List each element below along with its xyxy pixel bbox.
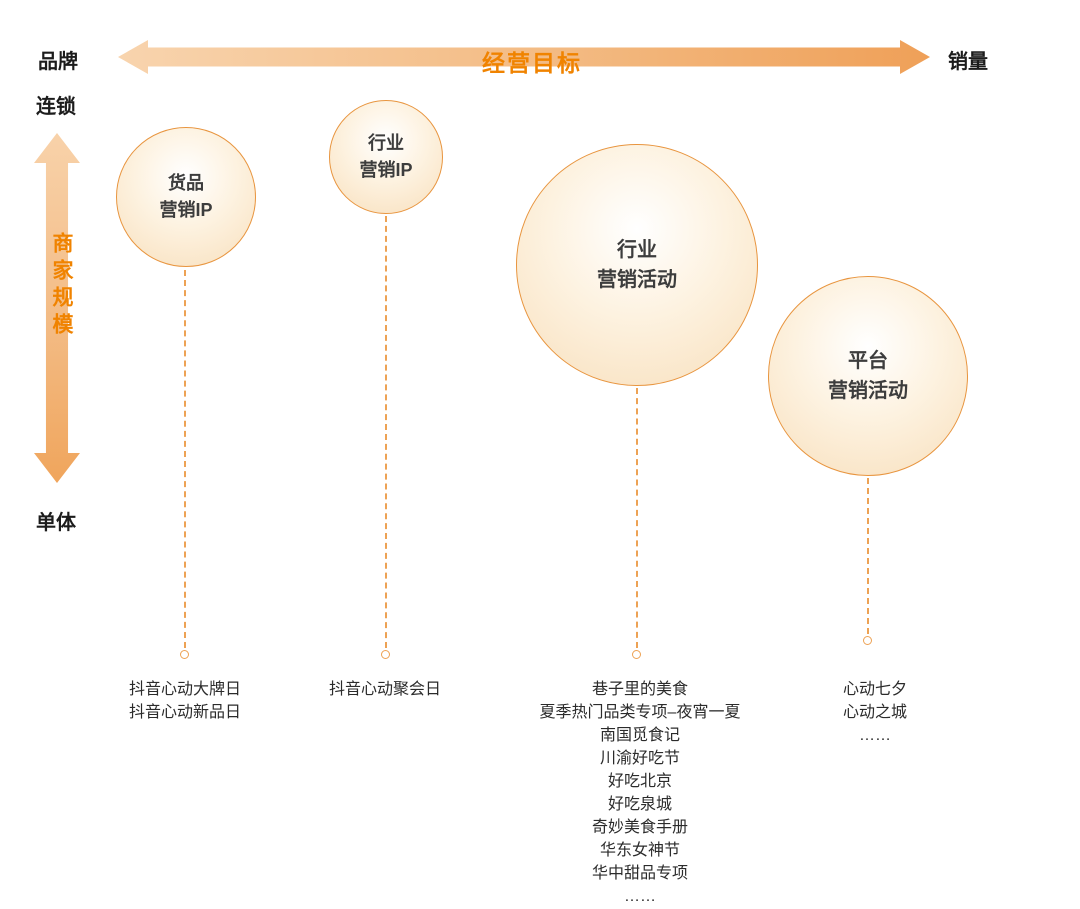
campaign-list-industry-marketing-ip: 抖音心动聚会日 bbox=[329, 678, 441, 701]
campaign-item: 抖音心动大牌日 bbox=[128, 681, 242, 698]
campaign-item: 奇妙美食手册 bbox=[591, 819, 688, 836]
campaign-item: 川渝好吃节 bbox=[599, 750, 680, 767]
bubble-industry-marketing-ip: 行业 营销IP bbox=[329, 100, 443, 214]
campaign-item: 心动之城 bbox=[842, 704, 908, 721]
campaign-item: 南国觅食记 bbox=[599, 727, 680, 744]
axis-label-chain: 连锁 bbox=[36, 96, 76, 118]
connector-line-4 bbox=[867, 478, 869, 634]
vertical-axis-title: 商家规模 bbox=[50, 232, 73, 340]
connector-line-2 bbox=[385, 216, 387, 648]
axis-label-single: 单体 bbox=[36, 512, 76, 534]
axis-label-sales: 销量 bbox=[948, 51, 988, 73]
campaign-item: 夏季热门品类专项–夜宵一夏 bbox=[539, 704, 741, 721]
horizontal-axis-title: 经营目标 bbox=[482, 50, 582, 76]
connector-dot-2 bbox=[381, 650, 390, 659]
campaign-item: 好吃泉城 bbox=[607, 796, 672, 813]
bubble-industry-marketing-campaigns: 行业 营销活动 bbox=[516, 144, 758, 386]
campaign-item: 华东女神节 bbox=[599, 842, 680, 859]
campaign-item: 巷子里的美食 bbox=[591, 681, 688, 698]
campaign-item: 好吃北京 bbox=[607, 773, 672, 790]
connector-dot-1 bbox=[180, 650, 189, 659]
campaign-item: 抖音心动新品日 bbox=[128, 704, 242, 721]
bubble-product-marketing-ip: 货品 营销IP bbox=[116, 127, 256, 267]
campaign-item: 华中甜品专项 bbox=[591, 865, 688, 882]
campaign-item: …… bbox=[624, 888, 656, 905]
campaign-list-industry-marketing-campaigns: 巷子里的美食夏季热门品类专项–夜宵一夏南国觅食记川渝好吃节好吃北京好吃泉城奇妙美… bbox=[540, 678, 741, 908]
campaign-item: 抖音心动聚会日 bbox=[328, 681, 442, 698]
bubble-platform-marketing-campaigns: 平台 营销活动 bbox=[768, 276, 968, 476]
campaign-item: 心动七夕 bbox=[842, 681, 908, 698]
campaign-list-platform-marketing-campaigns: 心动七夕心动之城 …… bbox=[843, 678, 907, 747]
connector-line-1 bbox=[184, 270, 186, 648]
campaign-list-product-marketing-ip: 抖音心动大牌日抖音心动新品日 bbox=[129, 678, 241, 724]
connector-dot-3 bbox=[632, 650, 641, 659]
connector-line-3 bbox=[636, 388, 638, 648]
connector-dot-4 bbox=[863, 636, 872, 645]
axis-label-brand: 品牌 bbox=[38, 51, 78, 73]
campaign-item: …… bbox=[858, 727, 891, 744]
